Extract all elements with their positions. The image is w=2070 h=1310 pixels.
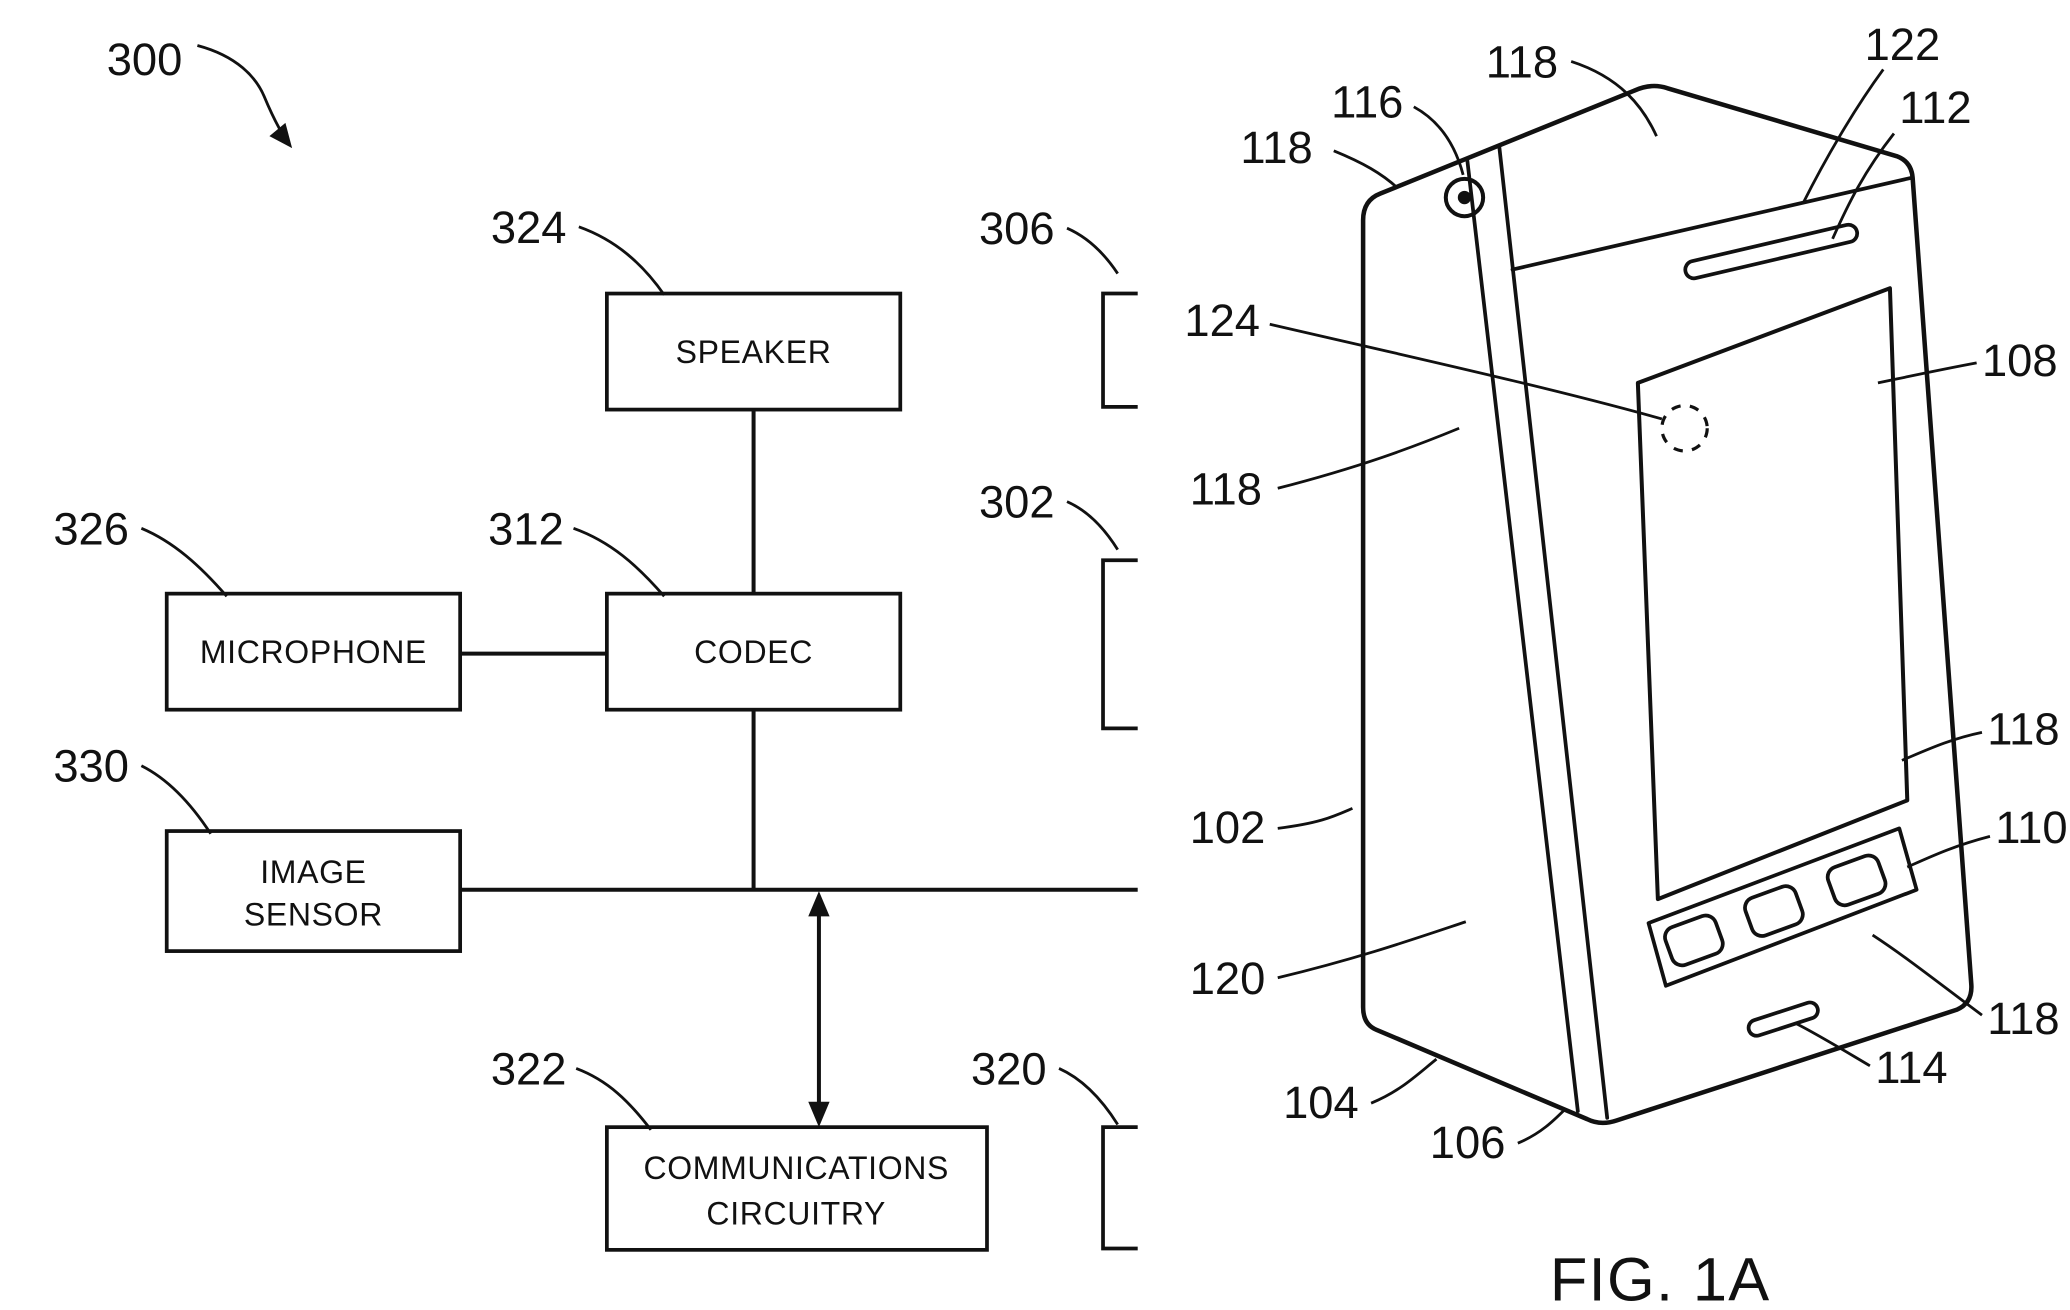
callout-118-left: 118 — [1190, 463, 1262, 514]
partial-box-306 — [1101, 291, 1138, 409]
camera-lens-icon — [1457, 190, 1472, 205]
speaker-box-label: SPEAKER — [676, 334, 832, 370]
bottom-slot — [1746, 1000, 1820, 1038]
microphone-ref-leader — [140, 526, 228, 598]
button-panel — [1646, 826, 1919, 988]
partial-box-302 — [1101, 558, 1138, 731]
callout-122-leader — [1801, 68, 1885, 204]
callout-124: 124 — [1184, 295, 1260, 346]
image-sensor-ref-leader — [140, 764, 212, 835]
figure-ref-arrow-line — [197, 44, 283, 133]
partial-box-320 — [1101, 1125, 1138, 1251]
callout-102-leader — [1277, 807, 1353, 830]
callout-118-left-leader — [1277, 426, 1460, 490]
display-screen — [1635, 286, 1910, 902]
device-diagram: 116 118 118 122 112 124 108 118 102 118 … — [1184, 19, 2067, 1310]
image-sensor-box — [164, 829, 463, 953]
phone-front-top-edge — [1510, 175, 1915, 272]
communications-box-label-line1: COMMUNICATIONS — [643, 1150, 949, 1186]
partial-box-306-ref: 306 — [979, 203, 1055, 254]
communications-box-label-line2: CIRCUITRY — [706, 1196, 886, 1232]
callout-124-leader — [1269, 322, 1663, 421]
image-sensor-ref: 330 — [53, 741, 129, 792]
partial-box-320-leader — [1058, 1067, 1119, 1126]
codec-box-label: CODEC — [694, 634, 813, 670]
partial-box-302-leader — [1066, 500, 1119, 551]
callout-110-leader — [1906, 835, 1991, 869]
figure-ref-300: 300 — [107, 34, 183, 85]
communications-ref: 322 — [491, 1043, 567, 1094]
figure-ref-arrowhead — [269, 122, 293, 149]
microphone-box-label: MICROPHONE — [200, 634, 427, 670]
callout-110: 110 — [1995, 802, 2067, 853]
callout-118-screen-edge-leader — [1901, 730, 1983, 762]
callout-118-top-leader — [1570, 60, 1658, 137]
callout-102: 102 — [1190, 802, 1266, 853]
callout-106: 106 — [1430, 1117, 1506, 1168]
callout-118-button: 118 — [1987, 993, 2059, 1044]
callout-112-leader — [1831, 132, 1896, 240]
callout-108-leader — [1877, 361, 1977, 385]
callout-112: 112 — [1899, 82, 1971, 133]
partial-box-302-ref: 302 — [979, 477, 1055, 528]
phone-seam-line-inner — [1497, 143, 1610, 1120]
image-sensor-box-label-line1: IMAGE — [260, 854, 366, 890]
callout-106-leader — [1517, 1107, 1567, 1145]
block-diagram: 300 SPEAKER 324 CODEC 312 MICROPHONE 326… — [53, 34, 1138, 1252]
callout-104-leader — [1370, 1058, 1438, 1105]
callout-116-leader — [1413, 105, 1465, 176]
speaker-ref-leader — [578, 225, 666, 296]
communications-box — [604, 1125, 989, 1252]
speaker-ref: 324 — [491, 202, 567, 253]
device-button-middle — [1743, 884, 1805, 938]
callout-122: 122 — [1865, 19, 1941, 70]
communications-ref-leader — [575, 1067, 652, 1131]
touch-region-dashed-circle — [1660, 403, 1709, 453]
codec-ref: 312 — [488, 503, 564, 554]
callout-104: 104 — [1283, 1077, 1359, 1128]
callout-120: 120 — [1190, 953, 1266, 1004]
figure-caption: FIG. 1A — [1550, 1246, 1771, 1310]
callout-118-button-leader — [1871, 933, 1983, 1017]
bus-comm-arrowhead-up — [808, 891, 830, 917]
callout-120-leader — [1277, 920, 1467, 980]
callout-118-top: 118 — [1486, 36, 1558, 87]
partial-box-306-leader — [1066, 226, 1119, 275]
callout-118-top-left-leader — [1333, 149, 1399, 190]
earpiece-slit — [1683, 222, 1860, 281]
phone-outline — [1360, 83, 1974, 1126]
callout-108: 108 — [1982, 335, 2058, 386]
microphone-ref: 326 — [53, 503, 129, 554]
image-sensor-box-label-line2: SENSOR — [244, 897, 383, 933]
partial-box-320-ref: 320 — [971, 1043, 1047, 1094]
camera-ring-icon — [1443, 176, 1486, 219]
phone-seam-line-outer — [1465, 156, 1580, 1114]
device-button-left — [1663, 913, 1725, 968]
bus-comm-arrowhead-down — [808, 1101, 830, 1128]
callout-116: 116 — [1331, 76, 1403, 127]
callout-114: 114 — [1875, 1042, 1947, 1093]
device-button-right — [1825, 853, 1888, 908]
callout-118-screen-edge: 118 — [1987, 703, 2059, 754]
callout-114-leader — [1794, 1021, 1871, 1068]
codec-ref-leader — [573, 526, 666, 598]
callout-118-top-left: 118 — [1240, 122, 1312, 173]
